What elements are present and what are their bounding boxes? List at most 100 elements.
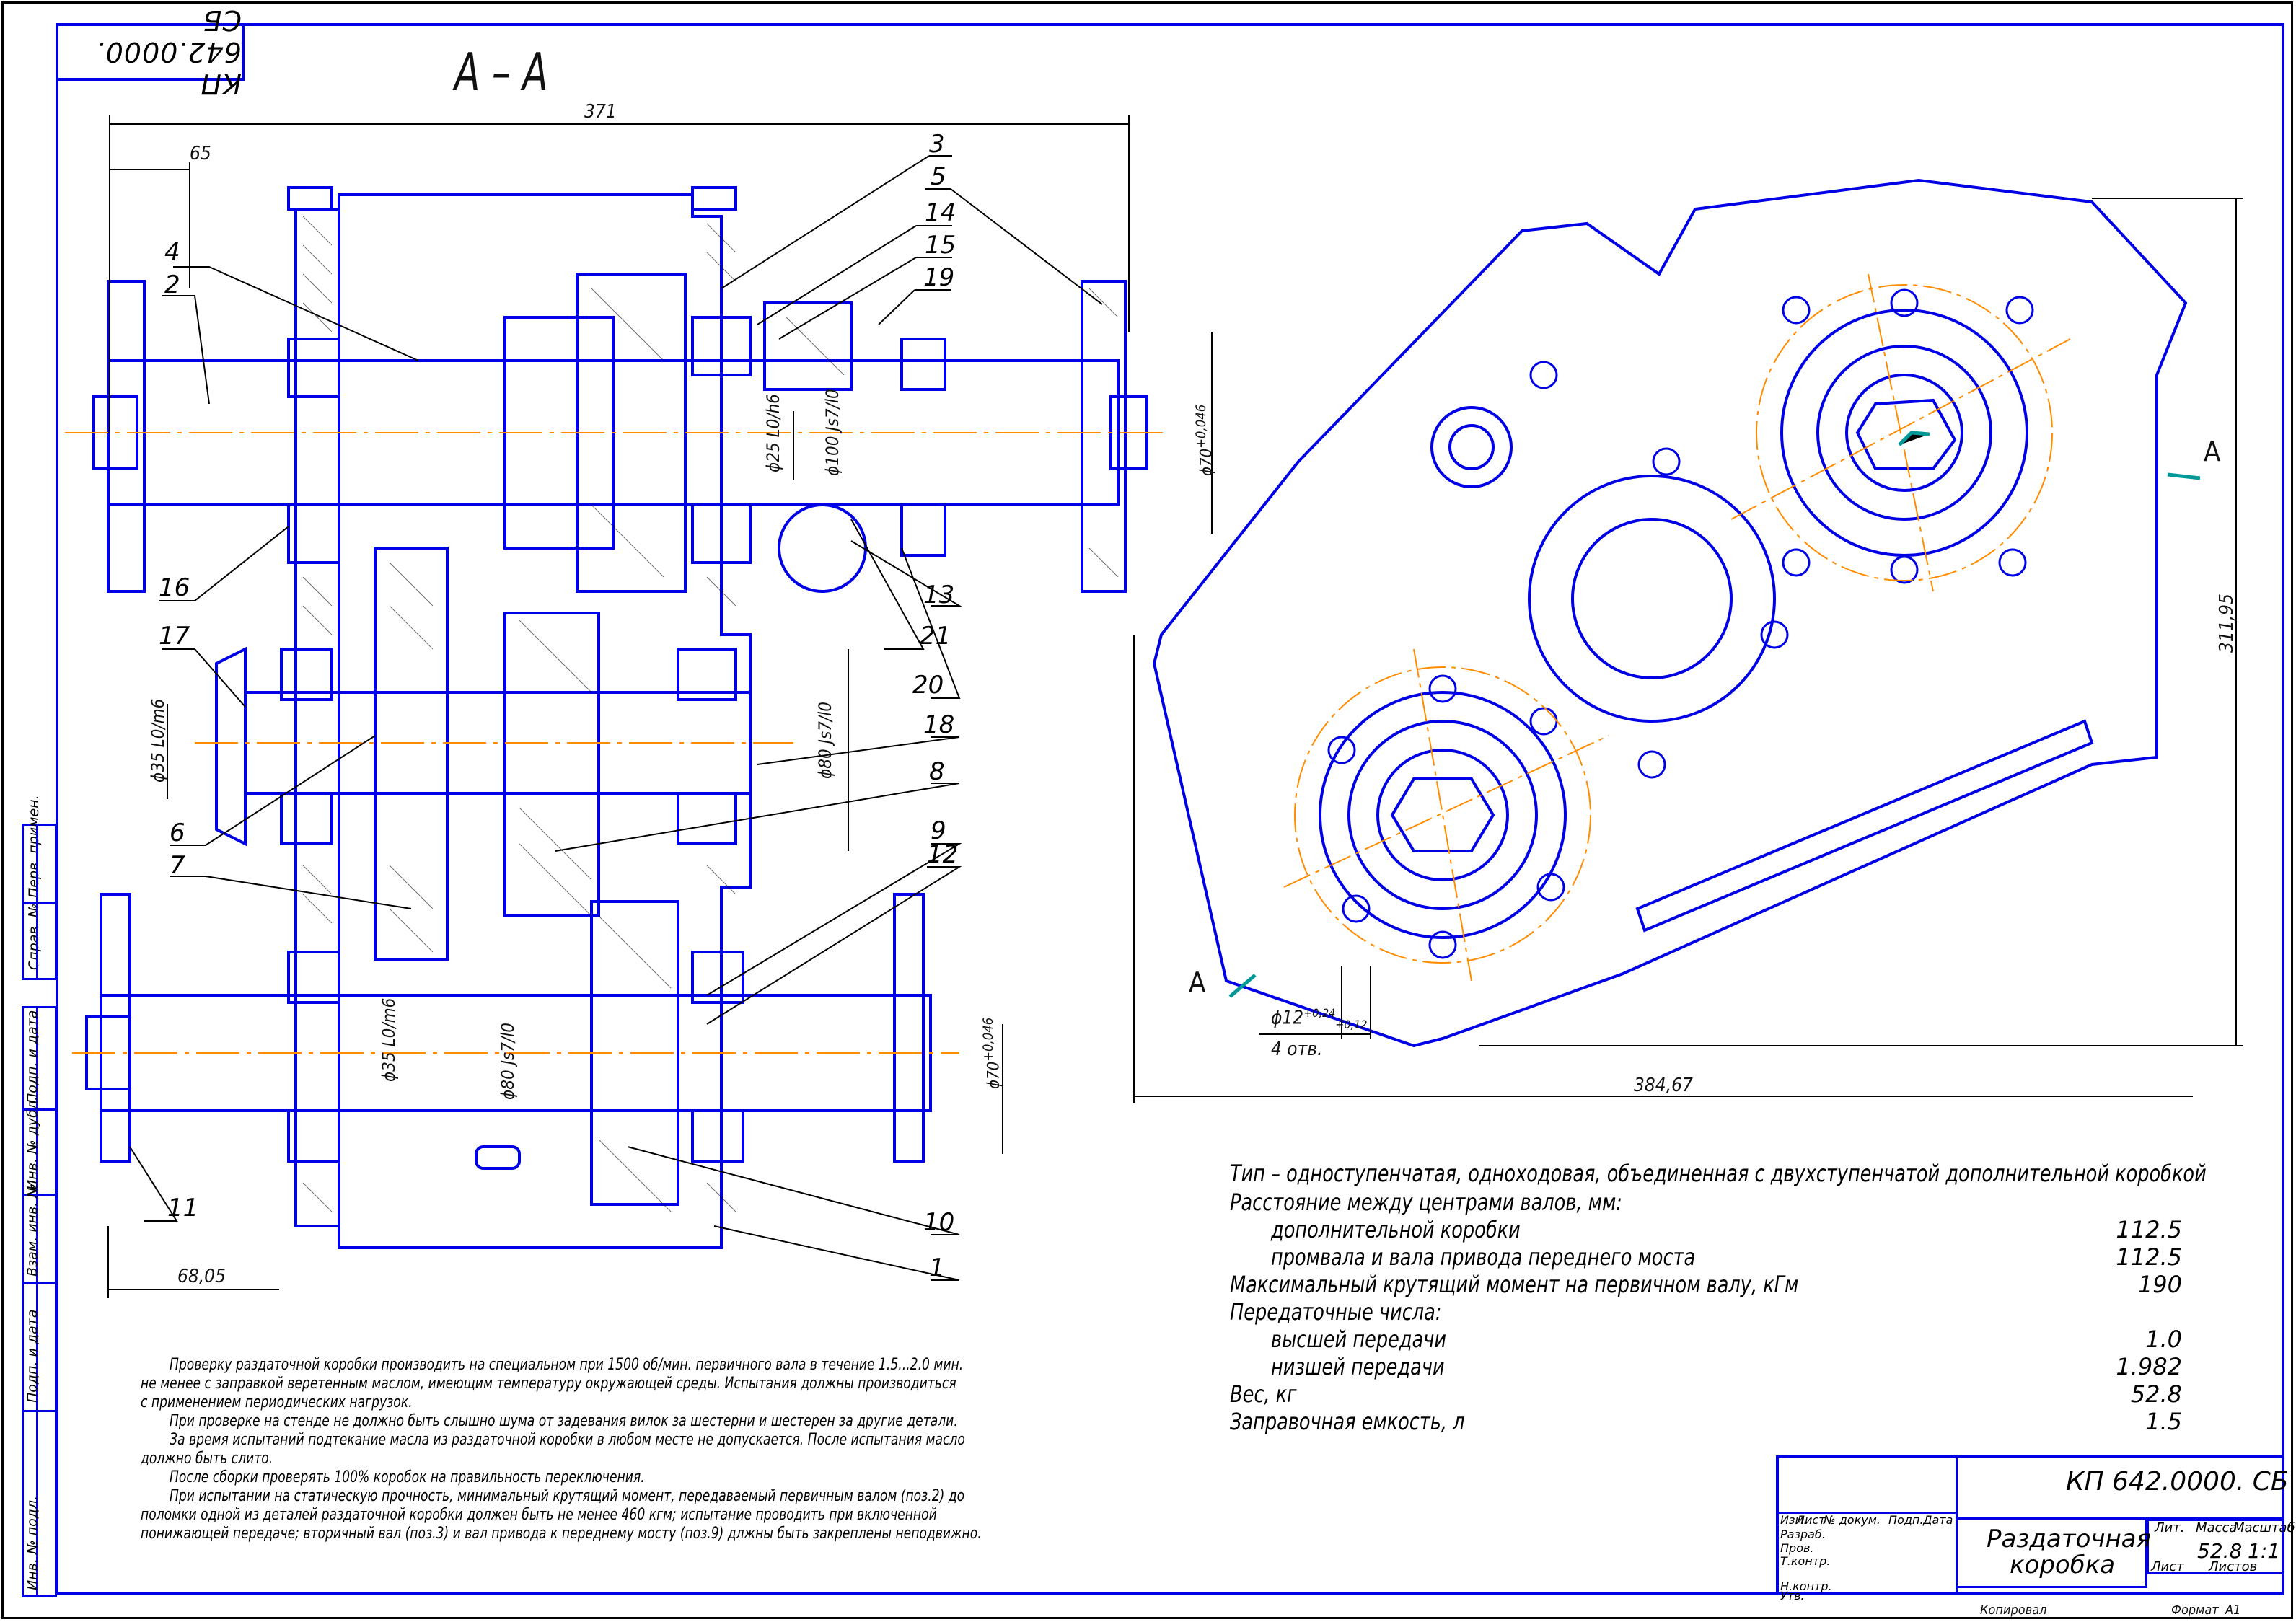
spec-label: Вес, кг	[1230, 1380, 1297, 1408]
document-code-stamp: КП 642.0000. СБ	[56, 4, 245, 100]
dim-bottom-offset: 68,05	[177, 1266, 226, 1287]
lower-flange-outer	[1319, 691, 1567, 939]
dim-value: ϕ35	[379, 1052, 399, 1082]
note-line: понижающей передаче; вторичный вал (поз.…	[141, 1525, 982, 1543]
dim-value: ϕ25	[763, 442, 783, 472]
dim-fit-bottom: l0	[815, 702, 835, 716]
dim-shaft-d35-low: ϕ35 L0/m6	[379, 997, 399, 1082]
spec-label: низшей передачи	[1271, 1353, 1445, 1380]
position-number: 10	[923, 1208, 955, 1237]
dim-fit-bottom: h6	[763, 393, 783, 414]
dim-shaft-d25: ϕ25 L0/h6	[763, 393, 783, 472]
bearing	[287, 503, 340, 564]
tb-name-cell	[1958, 1520, 2147, 1588]
side-stamp-bottom	[22, 1006, 57, 1597]
position-number: 7	[170, 851, 185, 880]
note-line: должно быть слито.	[141, 1450, 273, 1468]
side-divider	[22, 1282, 57, 1284]
side-divider	[36, 1006, 38, 1597]
spec-type-line: Тип – одноступенчатая, одноходовая, объе…	[1230, 1160, 2207, 1187]
dim-flange-d70-top: ϕ70+0,046	[1194, 405, 1215, 476]
side-stamp-cell	[24, 826, 38, 904]
upper-flange-inner	[1845, 374, 1963, 492]
section-marker-lower: А	[1189, 966, 1206, 998]
tb-role-tkontr: Т.контр.	[1780, 1554, 1831, 1568]
dim-front-height: 311,95	[2216, 594, 2238, 653]
spec-label: Заправочная емкость, л	[1230, 1408, 1465, 1435]
bearing	[287, 1109, 340, 1163]
spec-value: 52.8	[2130, 1380, 2182, 1408]
dim-fit-top: L0	[763, 418, 783, 438]
tb-code: КП 642.0000. СБ	[2066, 1467, 2289, 1497]
spec-value: 190	[2137, 1271, 2182, 1298]
tb-lit-label: Лит.	[2155, 1520, 2185, 1535]
position-number: 14	[925, 198, 956, 227]
flange-low-right	[893, 893, 925, 1163]
spec-label: дополнительной коробки	[1271, 1216, 1521, 1243]
dim-tolerance: +0,046	[1194, 404, 1209, 449]
position-number: 4	[164, 238, 180, 267]
bearing	[691, 951, 744, 1004]
spec-value: 112.5	[2116, 1216, 2182, 1243]
copied-label: Копировал	[1980, 1603, 2047, 1618]
position-number: 5	[931, 162, 946, 191]
note-line: За время испытаний подтекание масла из р…	[170, 1431, 965, 1449]
position-number: 18	[923, 710, 955, 739]
bearing	[691, 316, 752, 376]
output-flange-top	[1081, 280, 1127, 593]
lower-flange	[1347, 720, 1538, 910]
section-title: А – А	[454, 42, 548, 102]
front-centerlines	[1283, 273, 2071, 982]
note-line: Проверку раздаточной коробки производить…	[170, 1356, 964, 1374]
dim-value: ϕ80	[498, 1070, 518, 1100]
dim-fit-top: Js7	[498, 1042, 518, 1065]
position-number: 21	[920, 622, 951, 651]
dim-fit-bottom: l0	[822, 389, 843, 404]
spec-label: Расстояние между центрами валов, мм:	[1230, 1189, 1622, 1216]
gear-block	[374, 547, 449, 961]
dim-value: ϕ70	[985, 1061, 1003, 1089]
note-line: поломки одной из деталей раздаточной кор…	[141, 1506, 937, 1524]
bolt-holes	[1327, 288, 2034, 959]
bearing	[900, 338, 946, 391]
spec-value: 1.982	[2116, 1353, 2182, 1380]
position-number: 8	[929, 757, 945, 786]
note-line: При проверке на стенде не должно быть сл…	[170, 1412, 958, 1430]
position-number: 3	[929, 130, 945, 159]
side-divider	[22, 902, 57, 904]
bearing-ring	[778, 503, 867, 593]
position-number: 17	[159, 622, 190, 651]
dim-fit-top: Js7	[815, 721, 835, 744]
dim-value: ϕ35	[148, 752, 168, 783]
drain-plug	[475, 1145, 521, 1170]
note-line: не менее с заправкой веретенным маслом, …	[141, 1375, 956, 1393]
bearing	[900, 503, 946, 557]
front-dimension-lines	[1133, 198, 2243, 1103]
bearing	[280, 648, 333, 701]
dim-shaft-d35-mid: ϕ35 L0/m6	[148, 698, 168, 783]
note-line: После сборки проверять 100% коробок на п…	[170, 1468, 645, 1486]
spec-label: промвала и вала привода переднего моста	[1271, 1243, 1696, 1271]
boss-hole	[1448, 424, 1495, 470]
format-label: Формат	[2171, 1603, 2219, 1618]
centerlines	[65, 432, 1169, 1054]
bearing	[677, 648, 737, 701]
side-divider	[22, 1410, 57, 1412]
gear-block	[503, 612, 600, 917]
dim-bore-d80-mid: ϕ80 Js7/l0	[815, 702, 835, 779]
dim-fit-top: L0	[148, 728, 168, 748]
drawing-frame	[56, 23, 2284, 1595]
title-block: КП 642.0000. СБ Раздаточная коробка Изм.…	[1776, 1455, 2295, 1603]
tb-mass-value: 52.8	[2197, 1539, 2243, 1563]
tb-role-prov: Пров.	[1780, 1541, 1814, 1555]
position-number: 9	[931, 816, 946, 845]
tb-col-data: Дата	[1923, 1513, 1953, 1527]
dim-front-width: 384,67	[1634, 1075, 1693, 1096]
position-number: 20	[912, 671, 944, 700]
flange-low-left	[100, 893, 131, 1163]
tb-role-utv: Утв.	[1780, 1589, 1805, 1603]
spec-label: высшей передачи	[1271, 1326, 1446, 1353]
